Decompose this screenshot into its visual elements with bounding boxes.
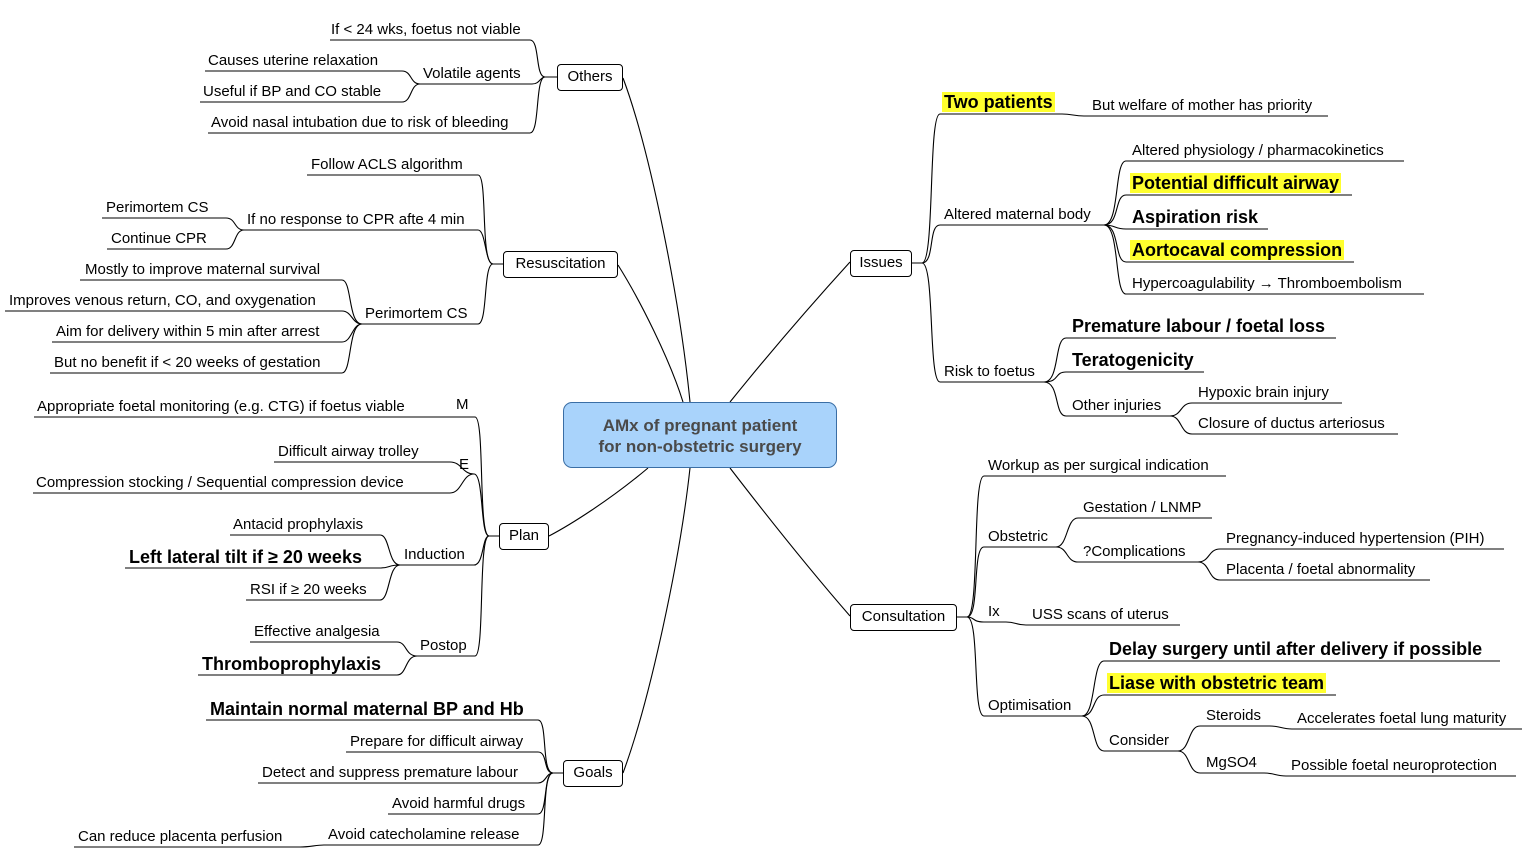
topic-uterine-relaxation[interactable]: Causes uterine relaxation [208, 52, 379, 69]
topic-steroids[interactable]: Steroids [1206, 707, 1262, 724]
topic-hypercoagulability[interactable]: Hypercoagulability → Thromboembolism [1132, 275, 1402, 292]
topic-optimisation[interactable]: Optimisation [988, 697, 1072, 714]
topic-obstetric[interactable]: Obstetric [988, 528, 1049, 545]
topic-venous-return[interactable]: Improves venous return, CO, and oxygenat… [9, 292, 316, 309]
topic-premature-labour-foetal-loss[interactable]: Premature labour / foetal loss [1072, 316, 1326, 336]
topic-hypoxic-brain-injury[interactable]: Hypoxic brain injury [1198, 384, 1329, 401]
topic-rsi[interactable]: RSI if ≥ 20 weeks [250, 581, 367, 598]
topic-continue-cpr[interactable]: Continue CPR [111, 230, 207, 247]
topic-foetal-monitoring[interactable]: Appropriate foetal monitoring (e.g. CTG)… [37, 398, 405, 415]
topic-m[interactable]: M [456, 396, 469, 413]
highlight: Aortocaval compression [1130, 240, 1345, 260]
central-topic-line2: for non-obstetric surgery [598, 437, 802, 456]
topic-e[interactable]: E [459, 456, 470, 473]
node-consultation[interactable]: Consultation [850, 604, 957, 631]
topic-avoid-harmful-drugs[interactable]: Avoid harmful drugs [392, 795, 526, 812]
topic-liase-obstetric-team[interactable]: Liase with obstetric team [1107, 672, 1327, 694]
topic-foetal-neuroprotection[interactable]: Possible foetal neuroprotection [1291, 757, 1497, 774]
highlight: Liase with obstetric team [1107, 673, 1327, 693]
topic-complications[interactable]: ?Complications [1083, 543, 1186, 560]
topic-placenta-abnormality[interactable]: Placenta / foetal abnormality [1226, 561, 1416, 578]
topic-ductus-arteriosus[interactable]: Closure of ductus arteriosus [1198, 415, 1385, 432]
topic-perimortem-cs-option[interactable]: Perimortem CS [106, 199, 209, 216]
topic-useful-bp-co[interactable]: Useful if BP and CO stable [203, 83, 382, 100]
topic-delay-surgery[interactable]: Delay surgery until after delivery if po… [1109, 639, 1483, 659]
central-topic[interactable]: AMx of pregnant patient for non-obstetri… [563, 402, 837, 468]
topic-volatile-agents[interactable]: Volatile agents [423, 65, 521, 82]
topic-consider[interactable]: Consider [1109, 732, 1170, 749]
topic-induction[interactable]: Induction [404, 546, 465, 563]
topic-uss-scans[interactable]: USS scans of uterus [1032, 606, 1169, 623]
highlight: Potential difficult airway [1130, 173, 1342, 193]
topic-perimortem-cs[interactable]: Perimortem CS [365, 305, 468, 322]
topic-airway-trolley[interactable]: Difficult airway trolley [278, 443, 419, 460]
node-resuscitation[interactable]: Resuscitation [503, 251, 618, 278]
topic-pih[interactable]: Pregnancy-induced hypertension (PIH) [1226, 530, 1485, 547]
topic-foetal-lung-maturity[interactable]: Accelerates foetal lung maturity [1297, 710, 1507, 727]
node-others[interactable]: Others [557, 64, 623, 91]
topic-mgso4[interactable]: MgSO4 [1206, 754, 1257, 771]
topic-postop[interactable]: Postop [420, 637, 467, 654]
central-topic-line1: AMx of pregnant patient [602, 416, 798, 435]
topic-antacid-prophylaxis[interactable]: Antacid prophylaxis [233, 516, 364, 533]
topic-other-injuries[interactable]: Other injuries [1072, 397, 1162, 414]
node-goals[interactable]: Goals [563, 760, 623, 787]
topic-teratogenicity[interactable]: Teratogenicity [1072, 350, 1194, 370]
topic-two-patients[interactable]: Two patients [942, 91, 1055, 113]
node-plan[interactable]: Plan [499, 523, 549, 550]
node-issues[interactable]: Issues [850, 250, 912, 277]
topic-delivery-5-min[interactable]: Aim for delivery within 5 min after arre… [56, 323, 320, 340]
topic-no-response-cpr[interactable]: If no response to CPR afte 4 min [247, 211, 465, 228]
topic-altered-maternal-body[interactable]: Altered maternal body [944, 206, 1091, 223]
topic-thromboprophylaxis[interactable]: Thromboprophylaxis [202, 654, 382, 674]
topic-compression-stocking[interactable]: Compression stocking / Sequential compre… [36, 474, 404, 491]
topic-risk-to-foetus[interactable]: Risk to foetus [944, 363, 1035, 380]
topic-maternal-survival[interactable]: Mostly to improve maternal survival [85, 261, 321, 278]
topic-avoid-nasal-intubation[interactable]: Avoid nasal intubation due to risk of bl… [211, 114, 509, 131]
topic-placenta-perfusion[interactable]: Can reduce placenta perfusion [78, 828, 283, 845]
highlight: Two patients [942, 92, 1055, 112]
topic-effective-analgesia[interactable]: Effective analgesia [254, 623, 380, 640]
topic-workup[interactable]: Workup as per surgical indication [988, 457, 1209, 474]
topic-altered-physiology[interactable]: Altered physiology / pharmacokinetics [1132, 142, 1384, 159]
topic-aspiration-risk[interactable]: Aspiration risk [1132, 207, 1259, 227]
topic-mother-priority[interactable]: But welfare of mother has priority [1092, 97, 1313, 114]
topic-avoid-catecholamine[interactable]: Avoid catecholamine release [328, 826, 520, 843]
topic-acls[interactable]: Follow ACLS algorithm [311, 156, 463, 173]
topic-foetus-not-viable[interactable]: If < 24 wks, foetus not viable [331, 21, 521, 38]
topic-ix[interactable]: Ix [988, 603, 1000, 620]
topic-premature-labour[interactable]: Detect and suppress premature labour [262, 764, 518, 781]
topic-aortocaval-compression[interactable]: Aortocaval compression [1130, 239, 1345, 261]
topic-no-benefit-20-weeks[interactable]: But no benefit if < 20 weeks of gestatio… [54, 354, 321, 371]
topic-potential-difficult-airway[interactable]: Potential difficult airway [1130, 172, 1342, 194]
topic-maintain-bp-hb[interactable]: Maintain normal maternal BP and Hb [210, 699, 524, 719]
topic-left-lateral-tilt[interactable]: Left lateral tilt if ≥ 20 weeks [129, 547, 362, 567]
topic-prepare-difficult-airway[interactable]: Prepare for difficult airway [350, 733, 524, 750]
topic-gestation-lnmp[interactable]: Gestation / LNMP [1083, 499, 1202, 516]
